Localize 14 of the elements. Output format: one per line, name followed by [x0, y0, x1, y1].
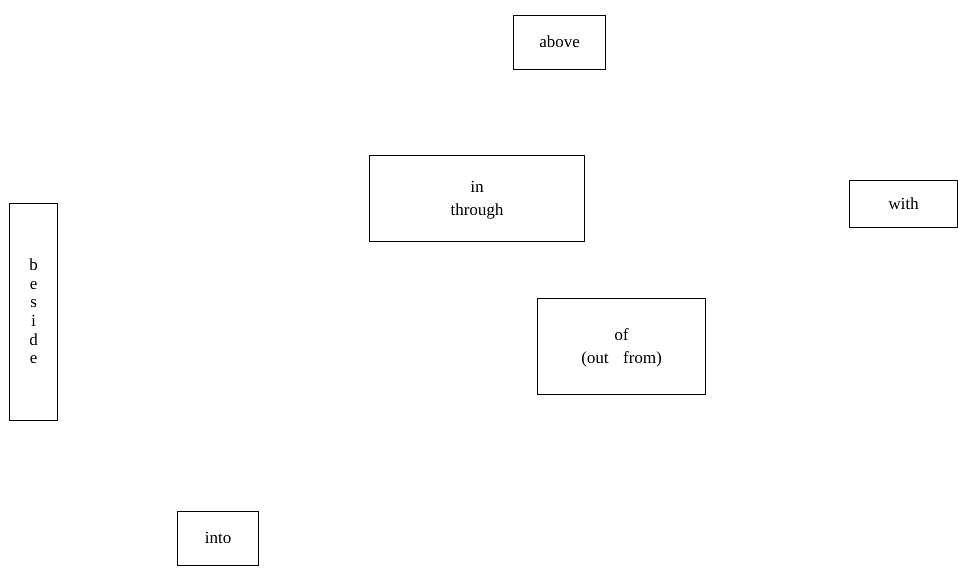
box-label: (out from) — [581, 346, 662, 368]
text-box — [537, 298, 706, 395]
box-label: with — [888, 192, 919, 215]
box-label: beside — [29, 256, 38, 368]
box-label: into — [204, 527, 232, 550]
text-box — [177, 511, 259, 566]
text-box — [369, 155, 585, 242]
box-label: of — [614, 324, 629, 346]
text-box — [9, 203, 58, 421]
box-label: in — [470, 176, 484, 198]
text-box — [513, 15, 606, 70]
text-box — [849, 180, 958, 228]
box-label: above — [539, 31, 580, 54]
box-label: through — [450, 198, 504, 221]
